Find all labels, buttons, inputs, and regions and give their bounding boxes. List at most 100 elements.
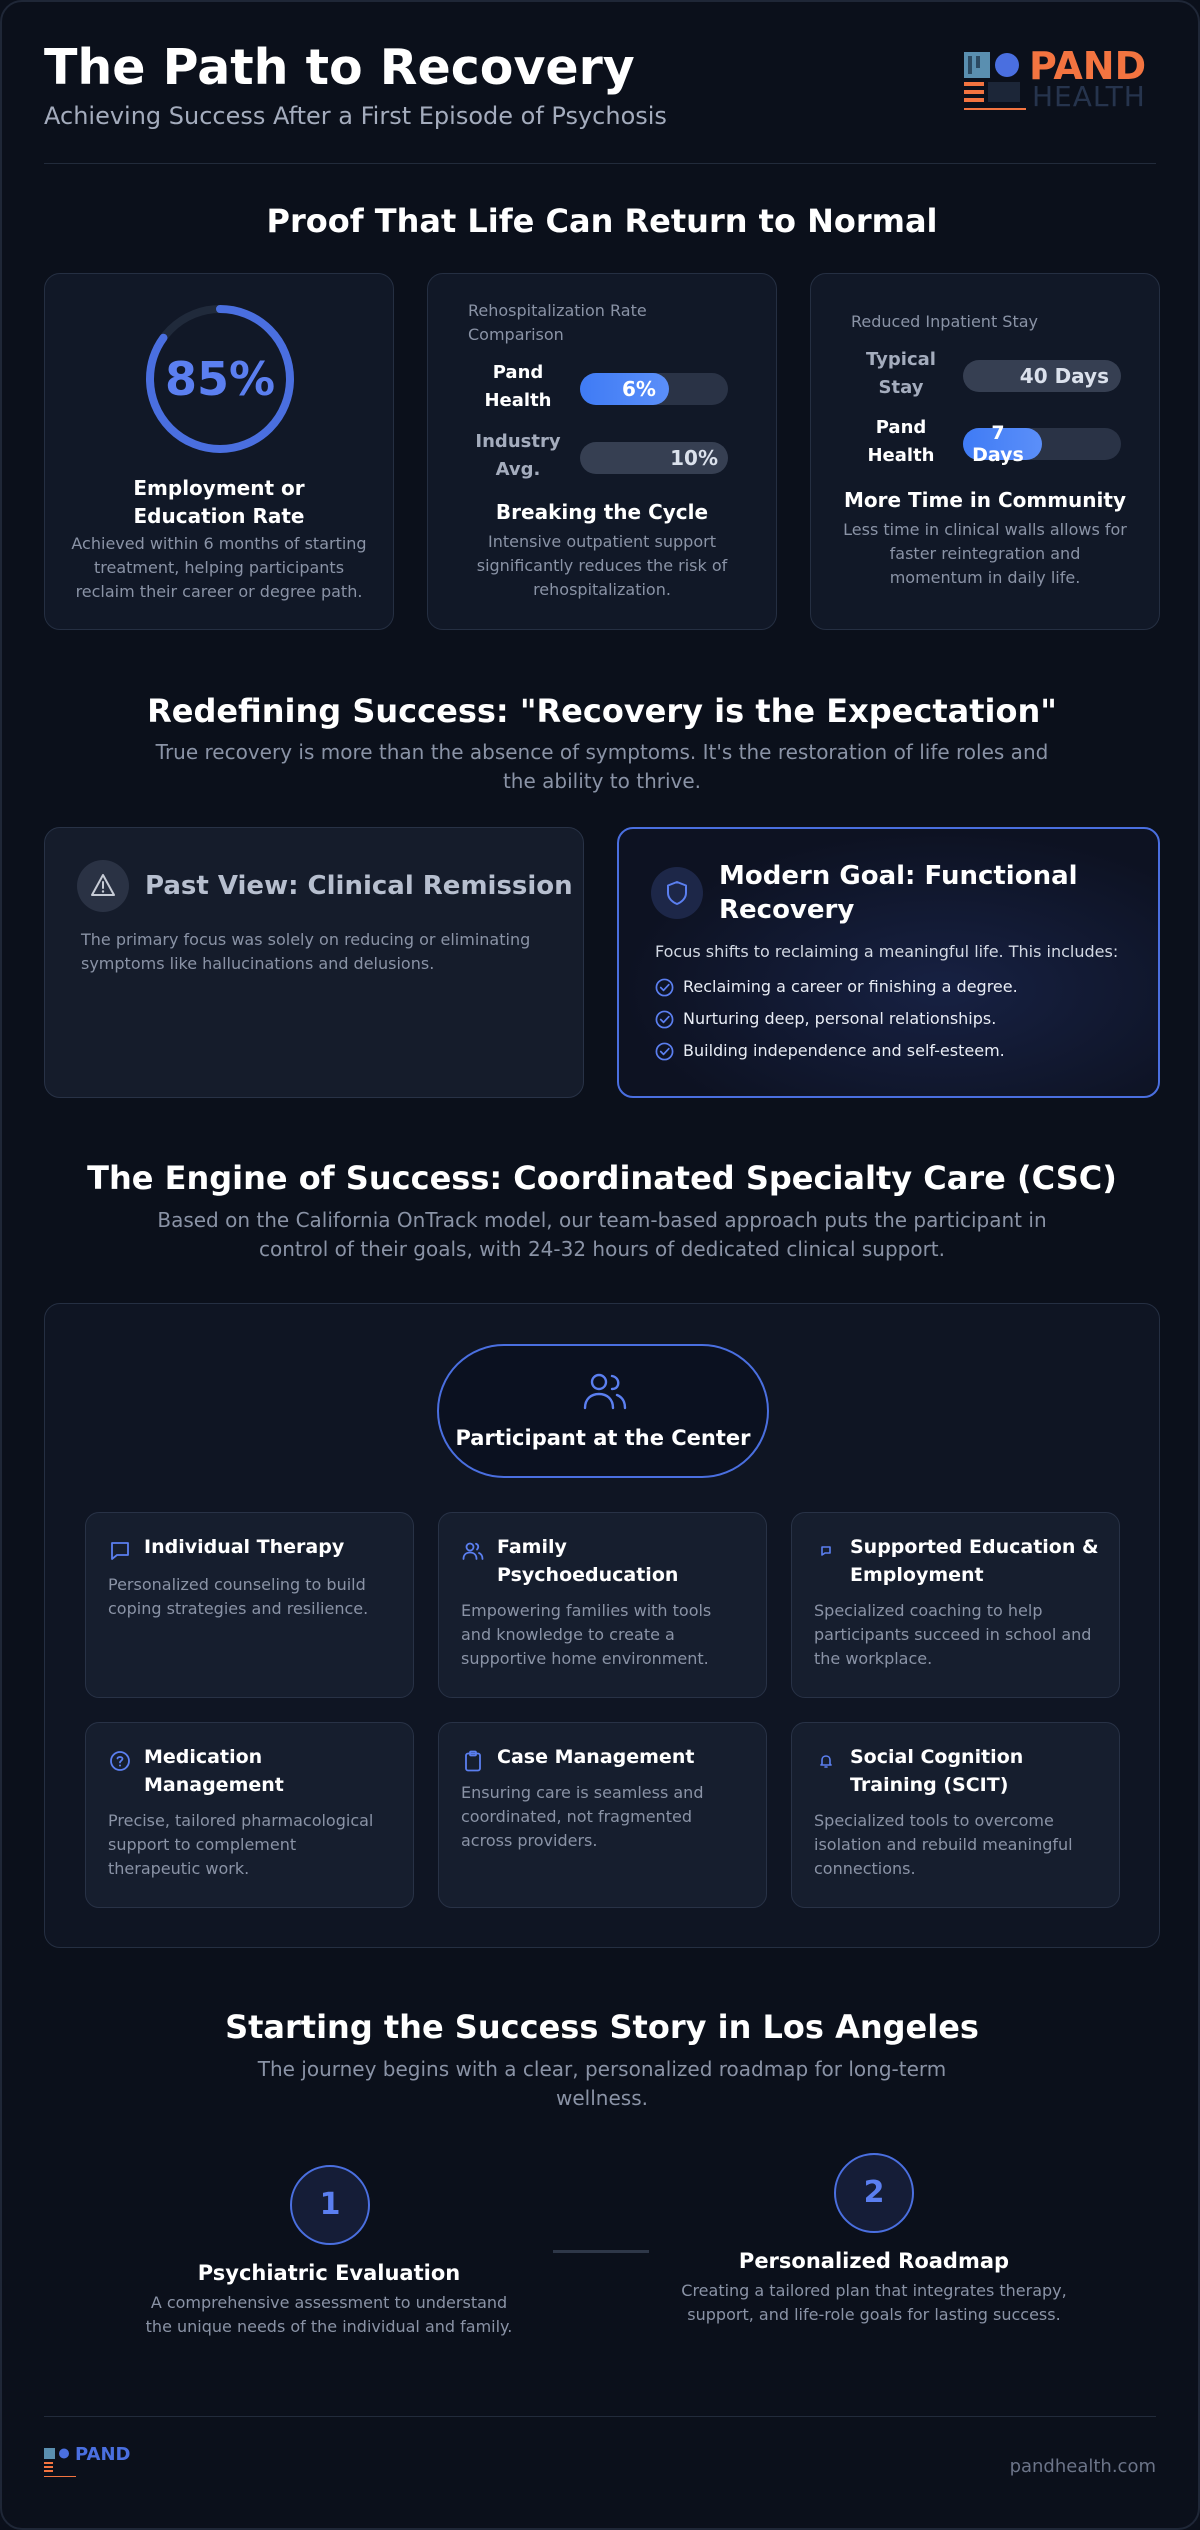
step-1-number: 1 [290,2165,370,2245]
logo-wordmark: PAND [1029,44,1147,88]
bell-icon [820,1755,832,1768]
modern-goal-item-text: Nurturing deep, personal relationships. [683,1009,997,1028]
step-1-desc: A comprehensive assessment to understand… [145,2293,513,2336]
message-icon [821,1546,831,1556]
bar-value: 40 Days [1019,364,1109,388]
employment-desc: Achieved within 6 months of starting tre… [71,534,367,601]
bar-track: 7 Days [963,422,1121,466]
csc-panel: Participant at the Center Individual The… [44,1303,1160,1948]
service-title: Medication Management [144,1746,284,1796]
logo-mark-icon [44,2448,76,2477]
employment-progress-ring [146,305,294,453]
participant-center-label: Participant at the Center [455,1426,751,1450]
service-title: Individual Therapy [144,1536,345,1558]
page-header: The Path to Recovery Achieving Success A… [44,38,1156,164]
bar-fill [580,373,669,405]
rehosp-title: Breaking the Cycle [495,500,709,524]
bar-value: 6% [622,377,656,401]
page-title: The Path to Recovery [44,39,635,96]
past-view-title: Past View: Clinical Remission [145,871,573,901]
rehosp-heading: Rehospitalization Rate Comparison [468,301,647,344]
service-card-medication-management: Medication Management Precise, tailored … [85,1722,414,1908]
logo-wordmark-2: HEALTH [1032,80,1146,113]
rehospitalization-card: Rehospitalization Rate Comparison Pand H… [427,273,777,630]
footer-logo-text: PAND [75,2444,131,2465]
check-circle-icon [655,1042,674,1061]
footer-divider [44,2416,1156,2417]
step-connector [553,2250,649,2253]
bar-label: Pand Health [484,362,552,411]
inpatient-desc: Less time in clinical walls allows for f… [843,520,1127,587]
question-icon [110,1751,130,1771]
start-section-subtitle: The journey begins with a clear, persona… [257,2057,947,2110]
employment-title: Employment or Education Rate [133,476,305,528]
inpatient-bar-pand: Pand Health 7 Days [811,414,1159,474]
service-card-supported-education: Supported Education & Employment Special… [791,1512,1120,1698]
proof-section-title: Proof That Life Can Return to Normal [266,202,938,240]
rehosp-bar-pand: Pand Health 6% [428,359,776,419]
employment-percent: 85% [164,352,276,406]
service-title: Supported Education & Employment [850,1536,1099,1586]
service-desc: Ensuring care is seamless and coordinate… [461,1783,704,1850]
check-circle-icon [655,978,674,997]
service-title: Family Psychoeducation [497,1536,679,1586]
service-card-individual-therapy: Individual Therapy Personalized counseli… [85,1512,414,1698]
warning-icon [77,860,129,912]
engine-section-subtitle: Based on the California OnTrack model, o… [157,1208,1047,1261]
service-card-family-psychoeducation: Family Psychoeducation Empowering famili… [438,1512,767,1698]
pand-health-logo: PAND HEALTH [964,44,1150,126]
start-section-title: Starting the Success Story in Los Angele… [225,2008,979,2046]
page-subtitle: Achieving Success After a First Episode … [44,102,667,130]
check-circle-icon [655,1010,674,1029]
redefine-section-title: Redefining Success: "Recovery is the Exp… [147,692,1057,730]
bar-label: Industry Avg. [475,431,561,480]
modern-goal-item-text: Reclaiming a career or finishing a degre… [683,977,1018,996]
participant-center-badge: Participant at the Center [437,1344,769,1478]
service-desc: Specialized tools to overcome isolation … [814,1811,1073,1878]
bar-label: Pand Health [867,417,935,466]
service-card-social-cognition: Social Cognition Training (SCIT) Special… [791,1722,1120,1908]
bar-value: 7 Days [972,422,1024,466]
service-desc: Personalized counseling to build coping … [108,1575,369,1618]
bar-label: Typical Stay [866,349,936,398]
bar-track: 10% [580,442,728,474]
inpatient-title: More Time in Community [844,488,1126,512]
modern-goal-intro: Focus shifts to reclaiming a meaningful … [655,942,1119,961]
step-2-desc: Creating a tailored plan that integrates… [681,2281,1067,2324]
past-view-card: Past View: Clinical Remission The primar… [44,827,584,1098]
chat-icon [111,1542,129,1560]
bar-track: 40 Days [963,360,1121,392]
modern-goal-card: Modern Goal: Functional Recovery Focus s… [617,827,1160,1098]
footer-logo: PAND [44,2444,134,2482]
rehosp-bar-industry: Industry Avg. 10% [428,428,776,488]
step-2-title: Personalized Roadmap [738,2249,1010,2273]
bar-track: 6% [580,373,728,405]
bar-value: 10% [670,446,718,470]
service-title: Case Management [497,1746,695,1768]
engine-section-title: The Engine of Success: Coordinated Speci… [87,1159,1117,1197]
shield-icon [651,867,703,919]
service-card-case-management: Case Management Ensuring care is seamles… [438,1722,767,1908]
employment-stat-card: 85% Employment or Education Rate Achieve… [44,273,394,630]
past-view-text: The primary focus was solely on reducing… [81,930,531,973]
service-desc: Specialized coaching to help participant… [814,1601,1092,1668]
step-2-number: 2 [834,2153,914,2233]
inpatient-card: Reduced Inpatient Stay Typical Stay 40 D… [810,273,1160,630]
inpatient-bar-typical: Typical Stay 40 Days [811,346,1159,406]
inpatient-heading: Reduced Inpatient Stay [851,312,1039,331]
users-icon [462,1542,484,1560]
step-1-title: Psychiatric Evaluation [197,2261,461,2285]
redefine-section-subtitle: True recovery is more than the absence o… [155,740,1049,793]
clipboard-icon [465,1750,481,1772]
footer-website-link[interactable]: pandhealth.com [1009,2456,1156,2477]
logo-mark-icon [964,52,1026,110]
service-title: Social Cognition Training (SCIT) [850,1746,1024,1796]
service-desc: Precise, tailored pharmacological suppor… [108,1811,374,1878]
modern-goal-item-text: Building independence and self-esteem. [683,1041,1005,1060]
users-icon [583,1373,627,1410]
rehosp-desc: Intensive outpatient support significant… [476,532,728,599]
service-desc: Empowering families with tools and knowl… [461,1601,712,1668]
modern-goal-title: Modern Goal: Functional Recovery [719,861,1078,925]
bar-fill [963,428,1042,460]
